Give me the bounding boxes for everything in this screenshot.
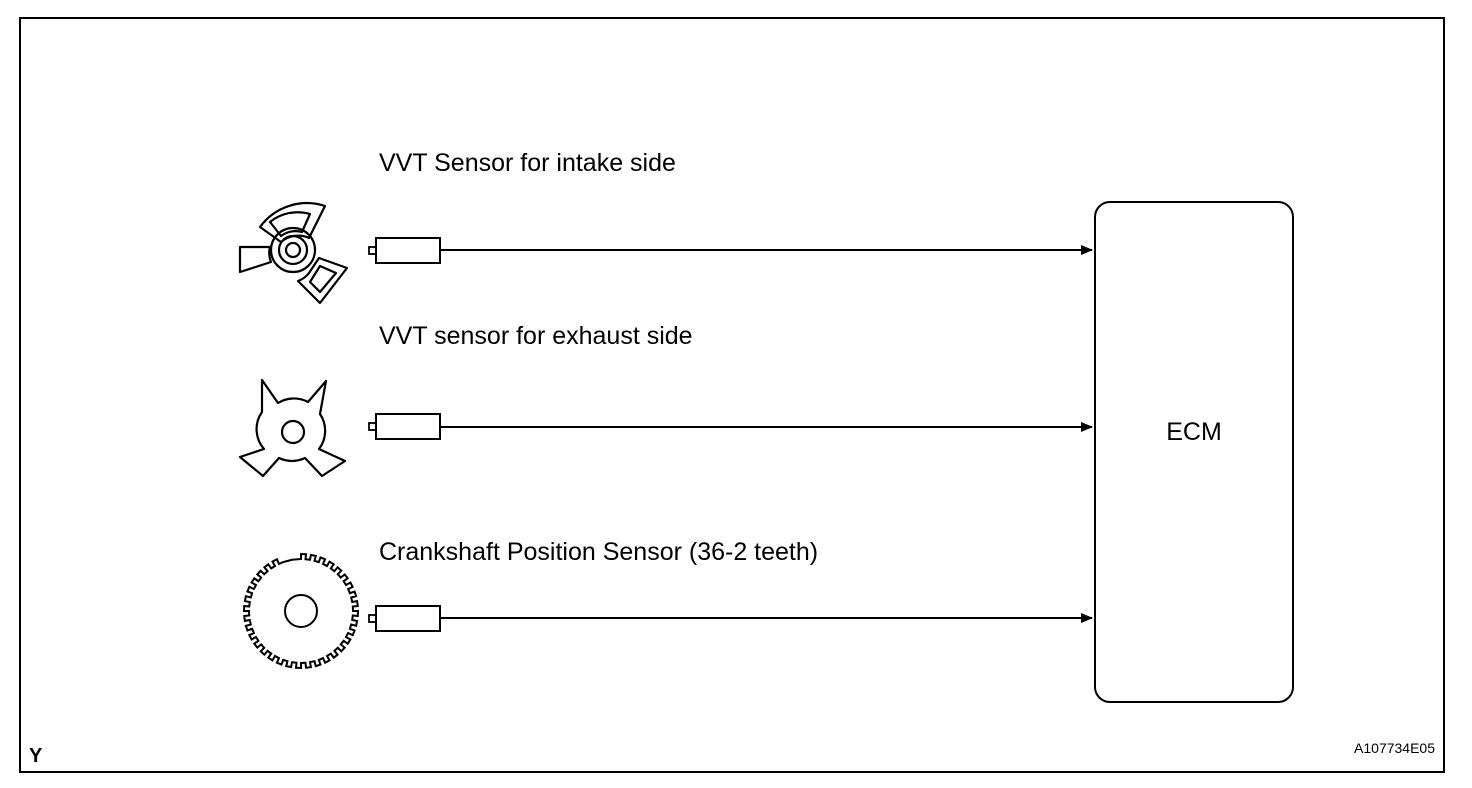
connector-pin	[368, 614, 377, 623]
connector-body	[375, 605, 441, 632]
sensor-label-exhaust: VVT sensor for exhaust side	[379, 322, 693, 350]
connector-body	[375, 237, 441, 264]
ecm-label: ECM	[1166, 418, 1222, 446]
vvt-exhaust-rotor-icon	[238, 378, 347, 478]
connector-body	[375, 413, 441, 440]
crankshaft-signal-line	[368, 605, 1093, 632]
connector-pin	[368, 246, 377, 255]
exhaust-signal-line	[368, 413, 1093, 440]
crankshaft-gear-icon	[242, 552, 360, 670]
sensor-label-intake: VVT Sensor for intake side	[379, 149, 676, 177]
corner-code-left: Y	[29, 745, 43, 767]
sensor-label-crankshaft: Crankshaft Position Sensor (36-2 teeth)	[379, 538, 819, 566]
ecm-box	[1094, 201, 1294, 703]
vvt-intake-rotor-icon	[238, 202, 349, 305]
figure-id: A107734E05	[1354, 740, 1435, 756]
intake-signal-line	[368, 237, 1093, 264]
connector-pin	[368, 422, 377, 431]
